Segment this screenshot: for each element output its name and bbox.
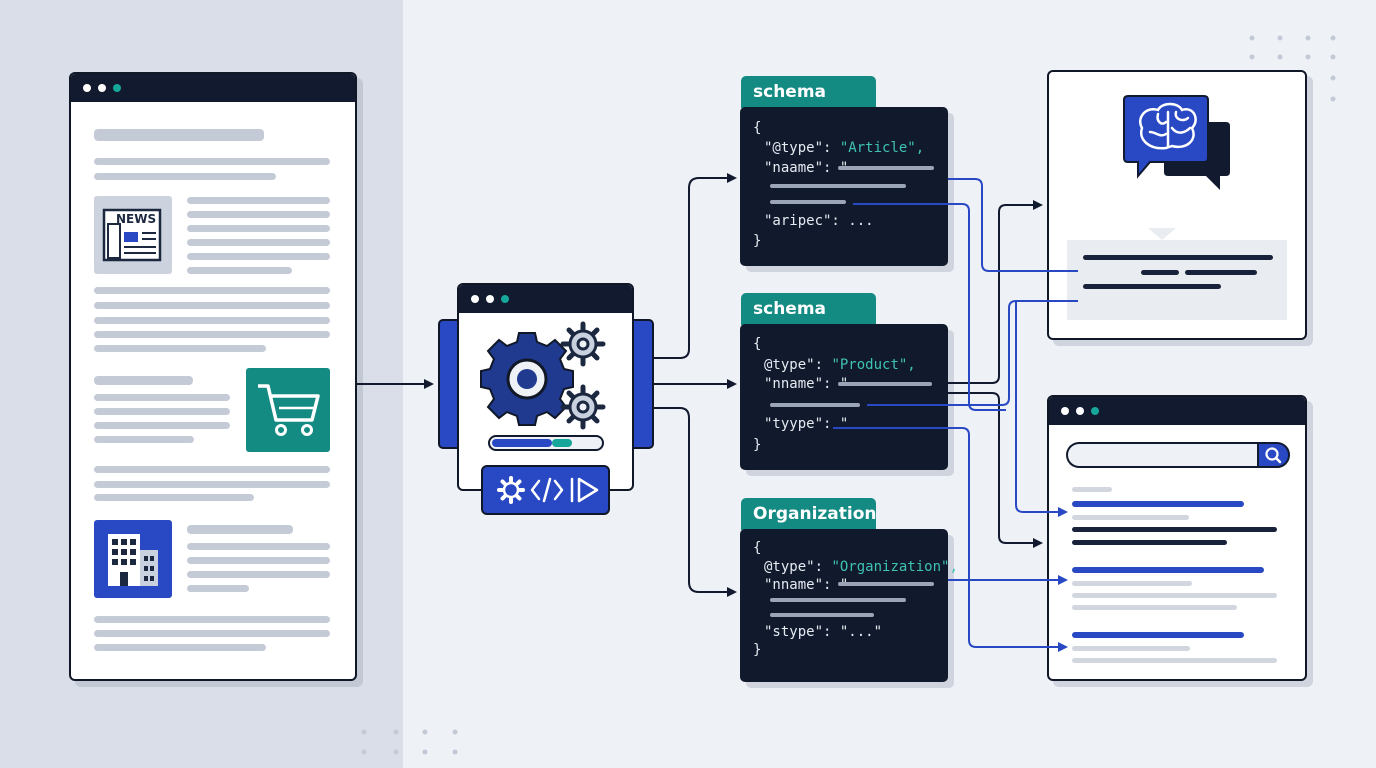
code-key: @type": xyxy=(764,559,832,575)
text-line xyxy=(94,331,330,338)
result-line xyxy=(1072,646,1190,651)
result-line xyxy=(1072,593,1277,598)
news-label: NEWS xyxy=(116,212,157,226)
code-icon xyxy=(530,477,574,503)
window-dot xyxy=(113,84,121,92)
code-open-brace: { xyxy=(753,540,762,556)
code-key: @type": xyxy=(764,357,832,373)
code-close-brace: } xyxy=(753,437,762,453)
result-title xyxy=(1072,567,1264,573)
window-dot xyxy=(1091,407,1099,415)
source-webpage-window: NEWS xyxy=(69,72,357,681)
result-line xyxy=(1072,605,1237,610)
progress-bar xyxy=(488,435,604,451)
window-dot xyxy=(501,295,509,303)
text-line xyxy=(187,253,330,260)
code-close-brace: } xyxy=(753,642,762,658)
answer-line xyxy=(1141,270,1179,275)
text-line xyxy=(94,376,193,385)
code-line-type: "@type": "Article", xyxy=(764,140,924,156)
text-line xyxy=(94,302,330,309)
result-line xyxy=(1072,658,1277,663)
text-line xyxy=(187,543,330,550)
window-dot xyxy=(486,295,494,303)
text-line xyxy=(187,557,330,564)
code-close-brace: } xyxy=(753,233,762,249)
search-results-window xyxy=(1047,395,1307,681)
text-line xyxy=(94,481,330,488)
result-line xyxy=(1072,487,1112,492)
search-icon xyxy=(1265,447,1282,464)
window-dot xyxy=(98,84,106,92)
result-line xyxy=(1072,540,1227,545)
text-line xyxy=(94,436,194,443)
play-icon xyxy=(577,477,599,503)
text-line xyxy=(187,197,330,204)
text-line xyxy=(187,525,293,534)
code-placeholder xyxy=(838,166,934,170)
text-line xyxy=(187,211,330,218)
result-title xyxy=(1072,501,1244,507)
text-line xyxy=(94,158,330,165)
answer-card xyxy=(1067,240,1287,320)
result-line xyxy=(1072,581,1192,586)
code-key: "@type": xyxy=(764,140,840,156)
answer-line xyxy=(1083,255,1273,260)
window-dot xyxy=(1061,407,1069,415)
gear-icon xyxy=(497,476,525,504)
window-dot xyxy=(83,84,91,92)
text-line xyxy=(94,173,276,180)
text-line xyxy=(94,616,330,623)
text-line xyxy=(94,408,230,415)
text-line xyxy=(187,267,292,274)
search-button[interactable] xyxy=(1257,442,1290,468)
code-placeholder xyxy=(770,403,860,407)
result-line xyxy=(1072,515,1189,520)
text-line xyxy=(187,239,330,246)
code-open-brace: { xyxy=(753,120,762,136)
text-line xyxy=(94,317,330,324)
heading-placeholder xyxy=(94,129,264,141)
window-titlebar xyxy=(1049,397,1305,425)
ai-answer-panel xyxy=(1047,70,1307,340)
code-open-brace: { xyxy=(753,336,762,352)
newspaper-icon: NEWS xyxy=(94,196,172,274)
window-titlebar xyxy=(71,74,355,102)
code-placeholder xyxy=(770,184,906,188)
answer-line xyxy=(1185,270,1257,275)
text-line xyxy=(187,225,330,232)
result-line xyxy=(1072,527,1277,532)
answer-line xyxy=(1083,284,1221,289)
text-line xyxy=(94,466,330,473)
text-line xyxy=(94,394,230,401)
code-value: "Article", xyxy=(839,140,925,156)
text-line xyxy=(94,644,266,651)
code-run-toolbar[interactable] xyxy=(481,465,610,515)
text-line xyxy=(94,345,266,352)
code-placeholder xyxy=(770,613,874,617)
code-placeholder xyxy=(770,200,846,204)
window-dot xyxy=(471,295,479,303)
window-dot xyxy=(1076,407,1084,415)
text-line xyxy=(94,630,330,637)
shopping-cart-icon xyxy=(246,368,330,452)
text-line xyxy=(187,571,330,578)
text-line xyxy=(94,422,230,429)
text-line xyxy=(94,494,254,501)
building-icon xyxy=(94,520,172,598)
result-title xyxy=(1072,632,1244,638)
text-line xyxy=(94,287,330,294)
window-titlebar xyxy=(459,285,632,313)
code-line-extra: "tyype": " xyxy=(764,416,849,432)
text-line xyxy=(187,585,249,592)
search-input[interactable] xyxy=(1066,442,1259,468)
